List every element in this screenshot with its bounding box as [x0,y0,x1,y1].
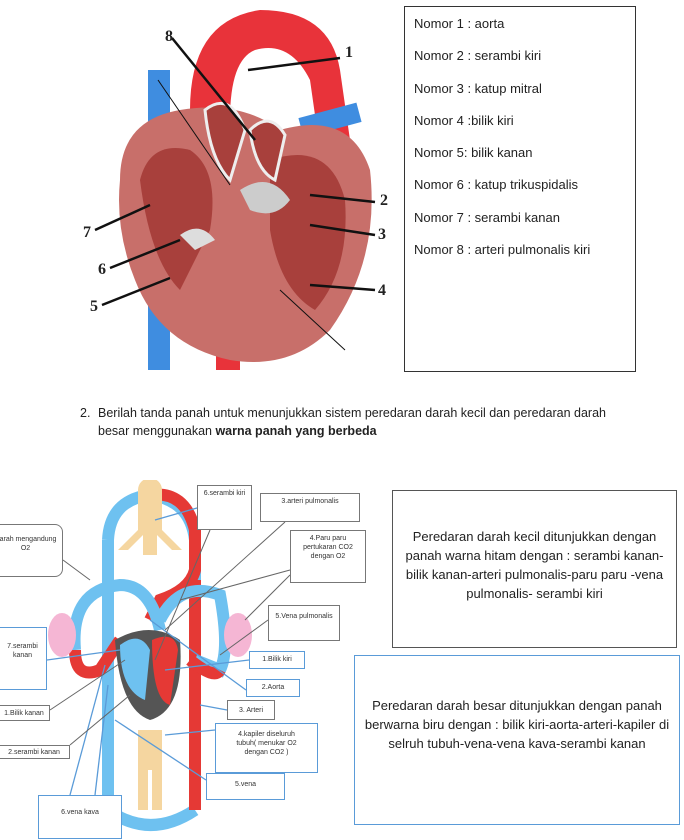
question-emphasis: warna panah yang berbeda [215,424,377,438]
heart-number: 2 [380,192,388,209]
question-2: 2. Berilah tanda panah untuk menunjukkan… [80,404,640,440]
label-serambi-kanan-2: 2.serambi kanan [0,745,70,759]
label-paru: 4.Paru paru pertukaran CO2 dengan O2 [290,530,366,583]
label-kapiler: 4.kapiler diseluruh tubuh( menukar O2 de… [215,723,318,773]
heart-number: 6 [98,261,106,278]
heart-number: 4 [378,282,386,299]
label-vena-kava: 6.vena kava [38,795,122,839]
label-arteri: 3. Arteri [227,700,275,720]
heart-number: 3 [378,226,386,243]
heart-number: 8 [165,28,173,45]
heart-illustration [94,10,376,370]
label-bilik-kiri: 1.Bilik kiri [249,651,305,669]
legend-item: Nomor 1 : aorta [414,16,505,31]
label-darah-o2: Darah mengandung O2 [0,524,63,577]
answer-small-circulation: Peredaran darah kecil ditunjukkan dengan… [392,490,677,648]
legend-item: Nomor 6 : katup trikuspidalis [414,177,579,193]
heart-number: 5 [90,298,98,315]
label-aorta: 2.Aorta [246,679,300,697]
label-serambi-kiri: 6.serambi kiri [197,485,252,530]
answer-large-circulation: Peredaran darah besar ditunjukkan dengan… [354,655,680,825]
heart-legend-box: Nomor 1 : aorta Nomor 2 : serambi kiri N… [404,6,636,372]
heart-number: 7 [83,224,91,241]
legend-item: Nomor 3 : katup mitral [414,80,542,96]
question-number: 2. [80,406,91,420]
question-text: Berilah tanda panah untuk menunjukkan si… [98,406,606,438]
label-vena-pulmonalis: 5.Vena pulmonalis [268,605,340,641]
label-serambi-kanan-7: 7.serambi kanan [0,627,47,690]
legend-item: Nomor 2 : serambi kiri [414,48,542,64]
label-bilik-kanan: 1.Bilik kanan [0,705,50,721]
legend-item: Nomor 4 :bilik kiri [414,112,514,128]
label-vena: 5.vena [206,773,285,800]
legend-item: Nomor 8 : arteri pulmonalis kiri [414,242,591,258]
legend-item: Nomor 5: bilik kanan [414,145,533,161]
heart-number: 1 [345,44,353,61]
legend-item: Nomor 7 : serambi kanan [414,209,560,225]
label-arteri-pulmonalis: 3.arteri pulmonalis [260,493,360,522]
